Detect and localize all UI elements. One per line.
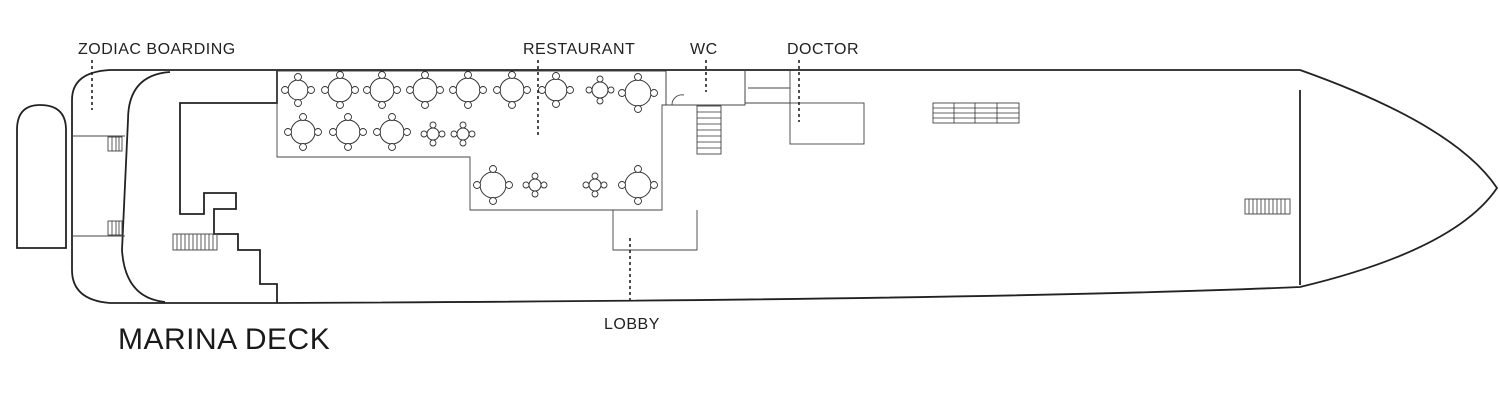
central-stairs <box>696 105 722 155</box>
table-round-large <box>618 165 658 205</box>
label-zodiac-boarding: ZODIAC BOARDING <box>78 41 236 58</box>
bow-stairs <box>1244 198 1291 215</box>
table-round-small <box>585 75 615 105</box>
aft-stairs <box>172 233 218 251</box>
table-round-large <box>449 71 487 109</box>
table-round-large <box>281 73 315 107</box>
restaurant-tables <box>281 71 658 205</box>
service-block <box>744 71 790 104</box>
table-round-large <box>321 71 359 109</box>
label-doctor: DOCTOR <box>787 41 859 58</box>
ship-hull <box>71 69 1499 304</box>
label-restaurant: RESTAURANT <box>523 41 635 58</box>
vent-grilles <box>932 102 1020 124</box>
table-round-small <box>420 121 446 147</box>
table-round-large <box>329 113 367 151</box>
stern-inner-line <box>121 71 171 303</box>
table-round-large <box>538 72 574 108</box>
zodiac-platform <box>16 104 67 249</box>
table-round-large <box>493 71 531 109</box>
aft-wall <box>179 71 278 303</box>
table-round-small <box>522 172 548 198</box>
table-round-large <box>284 113 322 151</box>
deck-title: MARINA DECK <box>118 323 330 356</box>
table-round-large <box>473 165 513 205</box>
table-round-large <box>618 73 658 113</box>
table-round-large <box>406 71 444 109</box>
table-round-small <box>450 121 476 147</box>
table-round-large <box>373 113 411 151</box>
stern-steps-top <box>107 136 123 152</box>
label-wc: WC <box>690 41 718 58</box>
wc-door-arc <box>671 94 685 106</box>
doctor-room <box>789 102 865 145</box>
table-round-small <box>582 172 608 198</box>
label-lobby: LOBBY <box>604 316 660 333</box>
lobby-walls <box>612 210 698 251</box>
stern-steps-bottom <box>107 220 123 236</box>
table-round-large <box>363 71 401 109</box>
